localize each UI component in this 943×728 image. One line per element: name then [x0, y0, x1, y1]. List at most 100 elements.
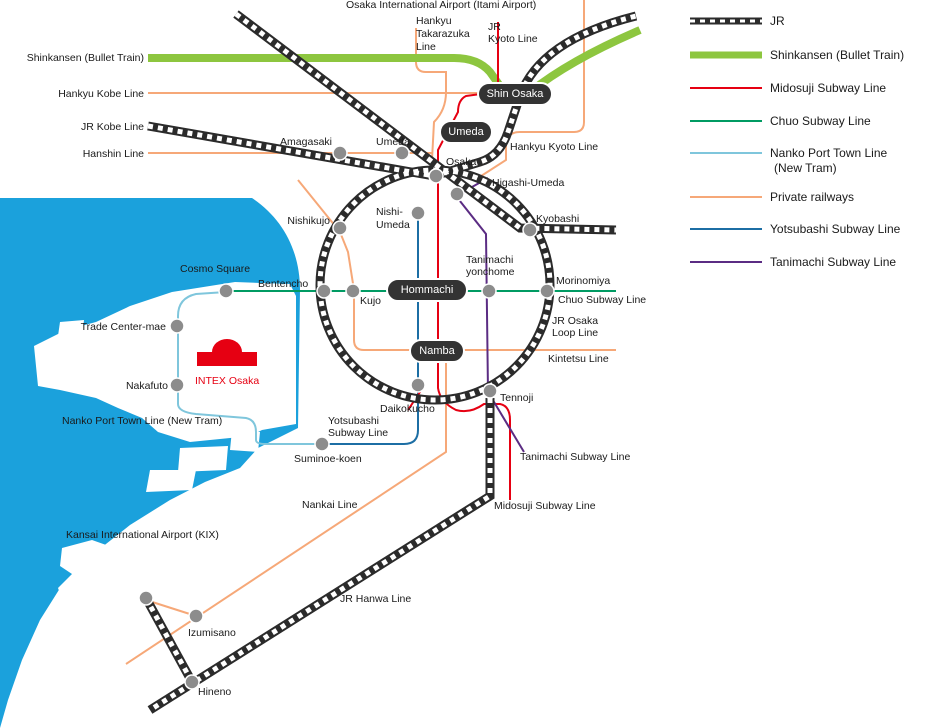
- kix-line: [142, 595, 196, 685]
- hub-hommachi[interactable]: Hommachi: [386, 278, 468, 302]
- label-shinkansen-left: Shinkansen (Bullet Train): [27, 52, 144, 64]
- label-kix: Kansai International Airport (KIX): [66, 529, 219, 541]
- trade-pier-1: [58, 320, 84, 338]
- label-cosmo-square: Cosmo Square: [180, 263, 250, 275]
- hub-shin-osaka[interactable]: Shin Osaka: [477, 82, 553, 106]
- station-nishi-umeda: [410, 205, 426, 221]
- stations: [138, 145, 555, 690]
- station-kujo: [345, 283, 361, 299]
- legend-item-private: Private railways: [690, 190, 854, 204]
- label-nankai: Nankai Line: [302, 499, 358, 511]
- station-higashi-umeda: [449, 186, 465, 202]
- kix-access: [145, 599, 197, 617]
- label-hankyu-takarazuka-2: Takarazuka: [416, 28, 470, 40]
- intex-building-icon: [197, 339, 257, 366]
- yotsubashi-subway-line: [322, 214, 419, 445]
- hub-shin-osaka-label: Shin Osaka: [487, 88, 545, 100]
- label-jr-kyoto-1: JR: [488, 21, 501, 33]
- hankyu-takarazuka-line: [415, 28, 447, 161]
- label-suminoe: Suminoe-koen: [294, 453, 362, 465]
- station-nakafuto: [169, 377, 185, 393]
- label-jr-kyoto-2: Kyoto Line: [488, 33, 538, 45]
- label-amagasaki: Amagasaki: [280, 136, 332, 148]
- kix-island: [58, 540, 164, 614]
- station-suminoe-koen: [314, 436, 330, 452]
- hub-umeda[interactable]: Umeda: [439, 120, 493, 144]
- label-yotsubashi-1: Yotsubashi: [328, 415, 379, 427]
- cosmo-square-island: [34, 282, 296, 442]
- label-hanshin: Hanshin Line: [83, 148, 144, 160]
- label-morinomiya: Morinomiya: [556, 275, 610, 287]
- station-hineno: [184, 674, 200, 690]
- legend-label-yotsubashi: Yotsubashi Subway Line: [770, 222, 901, 236]
- label-nishikujo: Nishikujo: [287, 215, 330, 227]
- station-kix: [138, 590, 154, 606]
- label-hankyu-kobe: Hankyu Kobe Line: [58, 88, 144, 100]
- label-yotsubashi-2: Subway Line: [328, 427, 388, 439]
- station-daikokucho: [410, 377, 426, 393]
- label-kujo: Kujo: [360, 295, 381, 307]
- label-higashi-umeda: Higashi-Umeda: [492, 177, 565, 189]
- south-port-3: [230, 430, 260, 452]
- hub-umeda-label: Umeda: [448, 126, 484, 138]
- label-chuo-line: Chuo Subway Line: [558, 294, 646, 306]
- hub-namba-label: Namba: [419, 345, 455, 357]
- south-port-2: [146, 470, 196, 492]
- legend-label-shinkansen: Shinkansen (Bullet Train): [770, 48, 904, 62]
- nanko-port-town-line: [177, 291, 322, 445]
- label-kintetsu: Kintetsu Line: [548, 353, 609, 365]
- legend-item-chuo: Chuo Subway Line: [690, 114, 871, 128]
- intex-label: INTEX Osaka: [195, 375, 259, 387]
- label-nishi-umeda-2: Umeda: [376, 219, 410, 231]
- map-labels: Osaka International Airport (Itami Airpo…: [27, 0, 647, 698]
- station-osaka: [428, 168, 444, 184]
- station-cosmo-square: [218, 283, 234, 299]
- legend: JR Shinkansen (Bullet Train) Midosuji Su…: [690, 14, 904, 269]
- label-tanimachi-line: Tanimachi Subway Line: [520, 451, 630, 463]
- label-nishi-umeda-1: Nishi-: [376, 206, 403, 218]
- legend-label-jr: JR: [770, 14, 785, 28]
- nishikujo-private: [297, 179, 616, 351]
- rinku-land: [40, 638, 72, 672]
- legend-label-nanko-2: (New Tram): [774, 161, 837, 175]
- label-tanimachi-yonchome-1: Tanimachi: [466, 254, 513, 266]
- label-osaka: Osaka: [446, 156, 477, 168]
- station-umeda: [394, 145, 410, 161]
- label-izumisano: Izumisano: [188, 627, 236, 639]
- legend-label-private: Private railways: [770, 190, 854, 204]
- label-nakafuto: Nakafuto: [126, 380, 168, 392]
- nankai-line: [125, 352, 447, 665]
- label-trade-center: Trade Center-mae: [81, 321, 167, 333]
- legend-label-tanimachi: Tanimachi Subway Line: [770, 255, 896, 269]
- legend-label-chuo: Chuo Subway Line: [770, 114, 871, 128]
- label-tanimachi-yonchome-2: yonchome: [466, 266, 515, 278]
- label-midosuji-line: Midosuji Subway Line: [494, 500, 596, 512]
- label-umeda-st: Umeda: [376, 136, 410, 148]
- label-kyobashi: Kyobashi: [536, 213, 579, 225]
- hub-namba[interactable]: Namba: [409, 339, 465, 363]
- label-hankyu-kyoto: Hankyu Kyoto Line: [510, 141, 598, 153]
- station-morinomiya: [539, 283, 555, 299]
- intex-osaka[interactable]: INTEX Osaka: [195, 339, 259, 387]
- label-bentencho: Bentencho: [258, 278, 308, 290]
- jr-tozai-diag: [233, 10, 617, 235]
- station-izumisano: [188, 608, 204, 624]
- station-tennoji: [482, 383, 498, 399]
- label-nanko-line: Nanko Port Town Line (New Tram): [62, 415, 222, 427]
- legend-label-nanko: Nanko Port Town Line: [770, 146, 888, 160]
- label-daikokucho: Daikokucho: [380, 403, 435, 415]
- trade-pier-2: [44, 346, 70, 360]
- legend-label-midosuji: Midosuji Subway Line: [770, 81, 886, 95]
- station-trade-center: [169, 318, 185, 334]
- label-jr-kobe: JR Kobe Line: [81, 121, 144, 133]
- legend-item-tanimachi: Tanimachi Subway Line: [690, 255, 896, 269]
- label-hineno: Hineno: [198, 686, 231, 698]
- legend-item-yotsubashi: Yotsubashi Subway Line: [690, 222, 901, 236]
- legend-item-nanko: Nanko Port Town Line (New Tram): [690, 146, 888, 175]
- station-kyobashi: [522, 222, 538, 238]
- station-nishikujo: [332, 220, 348, 236]
- label-hankyu-takarazuka-3: Line: [416, 41, 436, 53]
- legend-item-shinkansen: Shinkansen (Bullet Train): [690, 48, 904, 62]
- label-jr-hanwa: JR Hanwa Line: [340, 593, 411, 605]
